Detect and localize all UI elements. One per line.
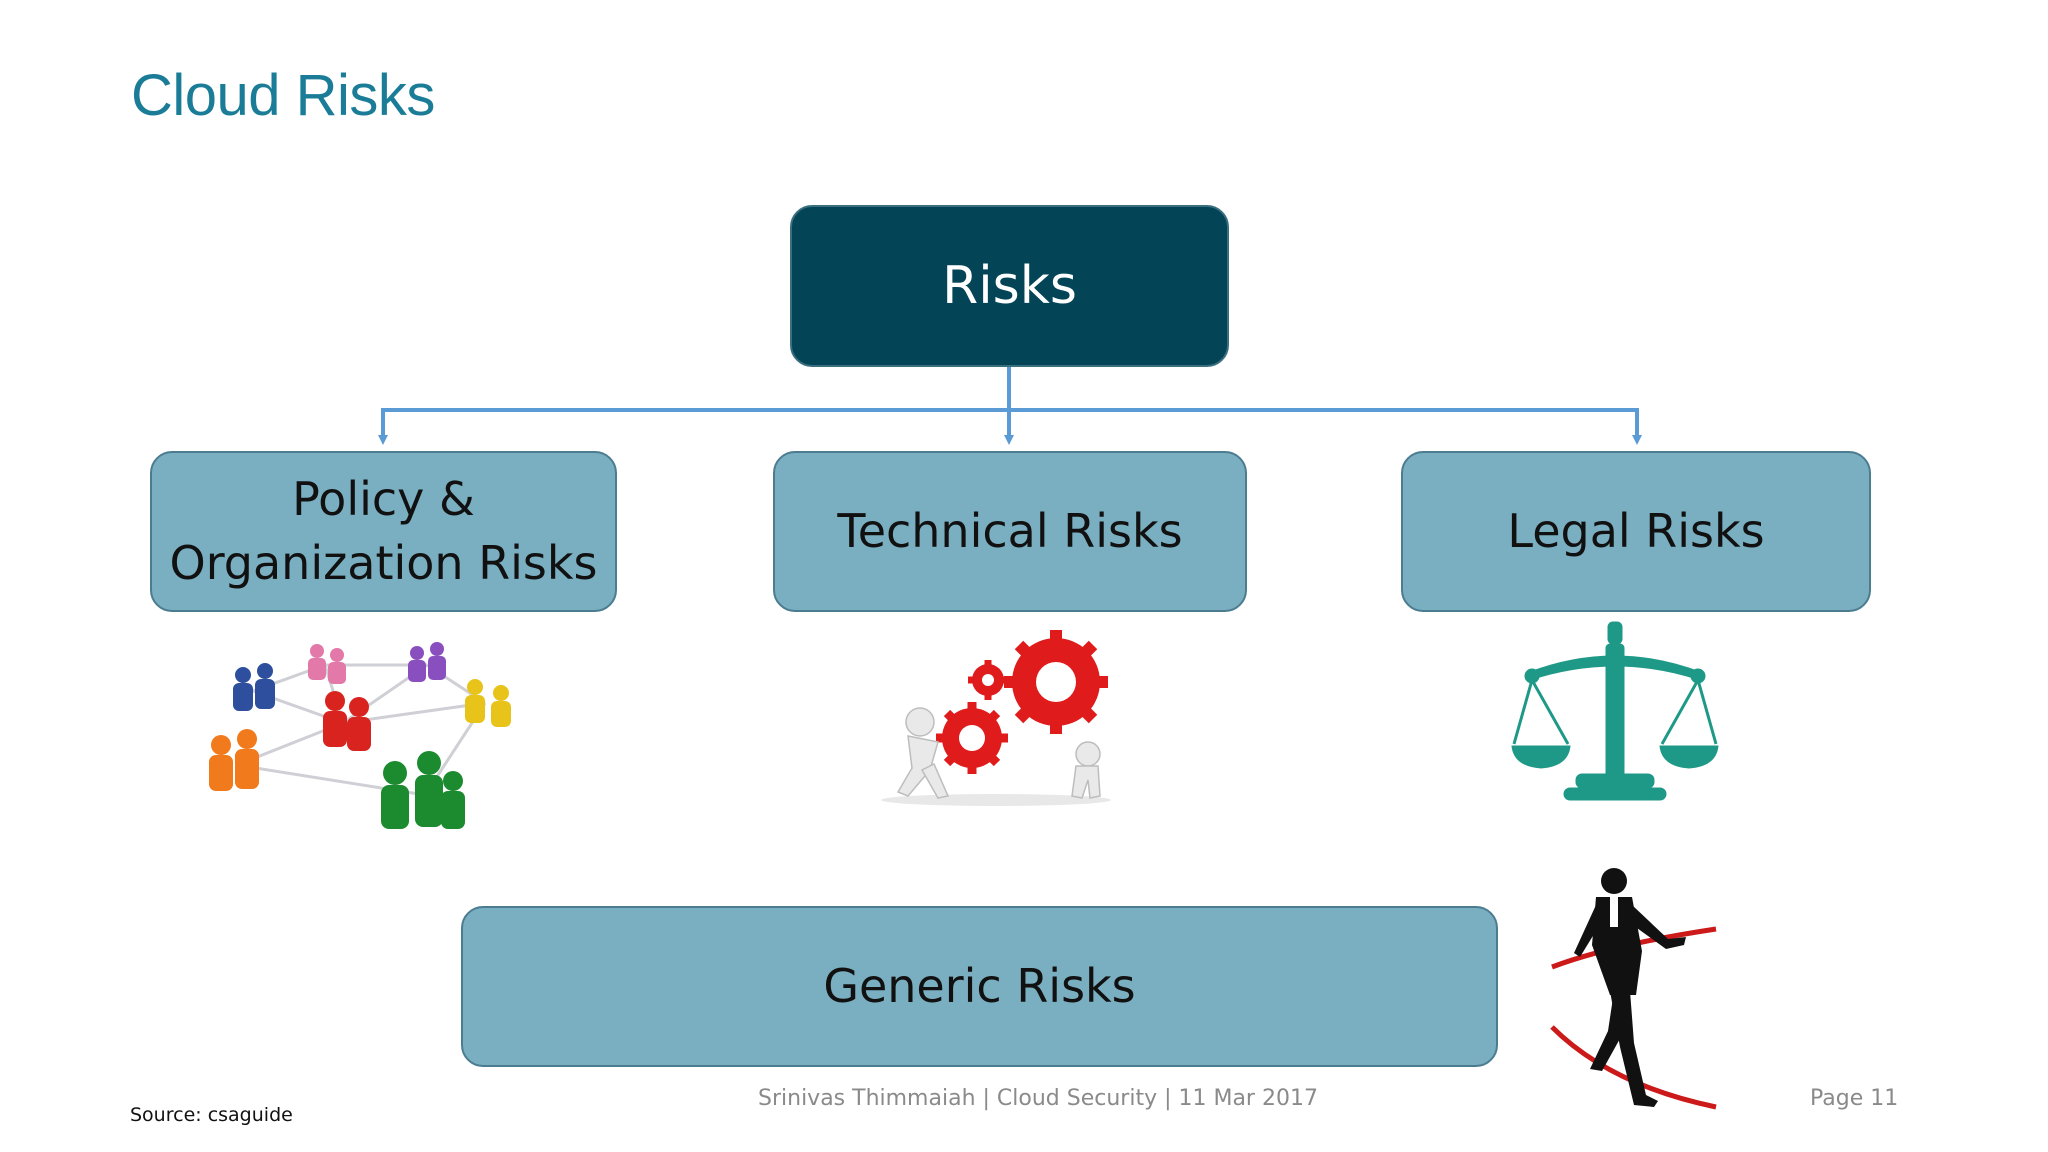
- footer-presenter: Srinivas Thimmaiah | Cloud Security | 11…: [758, 1086, 1318, 1111]
- tightrope-businessman-icon: [1550, 868, 1717, 1110]
- root-node-risks: Risks: [790, 205, 1229, 367]
- node-policy-organization-risks: Policy & Organization Risks: [150, 451, 617, 612]
- scales-of-justice-icon: [1511, 621, 1719, 801]
- footer-page-number: Page 11: [1810, 1086, 1899, 1111]
- slide-title: Cloud Risks: [131, 63, 435, 128]
- node-label-line1: Policy &: [292, 472, 475, 527]
- node-technical-risks: Technical Risks: [773, 451, 1247, 612]
- source-note: Source: csaguide: [130, 1104, 293, 1126]
- node-label-line2: Organization Risks: [169, 535, 598, 590]
- gears-pushing-figures-icon: [881, 630, 1111, 806]
- node-legal-risks: Legal Risks: [1401, 451, 1871, 612]
- people-network-icon: [209, 642, 511, 829]
- node-generic-risks: Generic Risks: [461, 906, 1498, 1067]
